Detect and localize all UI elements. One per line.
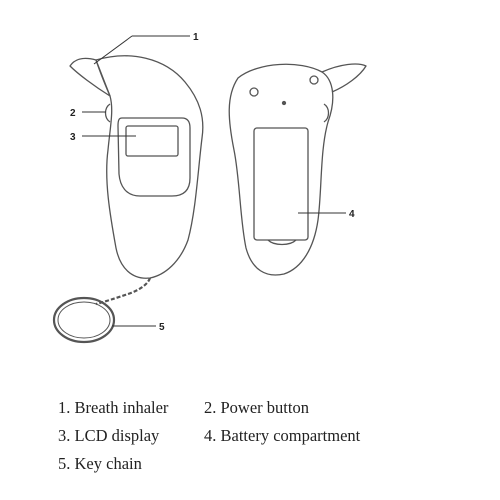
key-chain	[95, 277, 152, 306]
screw-right	[309, 75, 319, 85]
battery-compartment	[253, 127, 309, 241]
legend-row-1: 1. Breath inhaler 2. Power button	[58, 398, 360, 426]
back-body-outline	[228, 63, 334, 276]
leader-lines	[82, 35, 346, 327]
front-body-outline	[95, 55, 204, 279]
parts-legend: 1. Breath inhaler 2. Power button 3. LCD …	[58, 398, 360, 482]
callout-number-1: 1	[193, 32, 199, 43]
front-view	[52, 55, 204, 344]
back-view	[228, 63, 367, 276]
legend-item-power-button: 2. Power button	[204, 398, 309, 417]
callout-number-2: 2	[70, 108, 76, 119]
vent-hole	[281, 100, 287, 106]
legend-item-key-chain: 5. Key chain	[58, 454, 142, 473]
display-bezel	[117, 117, 191, 197]
callout-number-4: 4	[349, 209, 355, 220]
back-breath-inhaler	[321, 63, 367, 93]
screw-left	[249, 87, 259, 97]
legend-item-lcd-display: 3. LCD display	[58, 426, 160, 445]
legend-item-battery-compartment: 4. Battery compartment	[204, 426, 361, 445]
callout-number-5: 5	[159, 322, 165, 333]
key-ring-inner	[57, 301, 111, 339]
power-button	[104, 103, 111, 123]
lcd-display	[125, 125, 179, 157]
legend-item-breath-inhaler: 1. Breath inhaler	[58, 398, 169, 417]
leader-line-1	[93, 35, 133, 65]
callout-number-3: 3	[70, 132, 76, 143]
key-ring	[52, 296, 116, 344]
battery-latch	[267, 239, 297, 246]
back-side-bump	[323, 103, 330, 123]
legend-row-3: 5. Key chain	[58, 454, 360, 482]
legend-row-2: 3. LCD display 4. Battery compartment	[58, 426, 360, 454]
breath-inhaler	[69, 57, 111, 97]
